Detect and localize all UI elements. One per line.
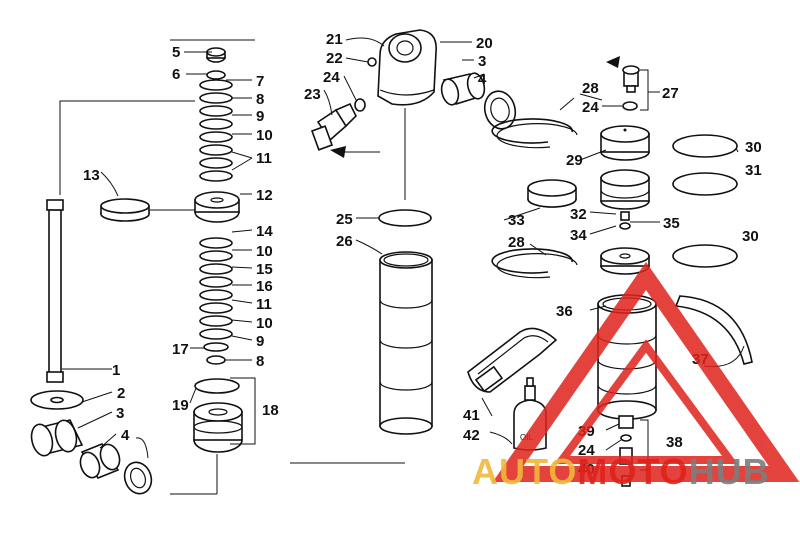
- callout-38: 38: [666, 434, 683, 451]
- callout-11: 11: [256, 150, 272, 167]
- callout-29: 29: [566, 152, 583, 169]
- callout-24: 24: [323, 69, 340, 86]
- watermark-moto: MOTO: [577, 451, 688, 492]
- callout-3: 3: [478, 53, 486, 70]
- watermark-text: AUTOMOTOHUB: [472, 451, 770, 492]
- floating-piston: [600, 169, 650, 210]
- callout-8: 8: [256, 353, 264, 370]
- callout-34: 34: [570, 227, 587, 244]
- callout-25: 25: [336, 211, 353, 228]
- callout-11: 11: [256, 296, 272, 313]
- watermark-auto: AUTO: [472, 451, 577, 492]
- callout-30: 30: [742, 228, 759, 245]
- callout-4: 4: [478, 71, 487, 88]
- callout-10: 10: [256, 243, 273, 260]
- callout-41: 41: [463, 407, 480, 424]
- watermark-triangle-inner: [554, 339, 738, 464]
- arrow-down: [606, 56, 620, 68]
- callout-15: 15: [256, 261, 273, 278]
- o-ring-24-right: [622, 101, 638, 111]
- divider-piston: [600, 247, 650, 275]
- sleeve-3-left: [79, 443, 121, 479]
- sleeve-3-mid: [440, 72, 486, 106]
- ring-13: [100, 198, 150, 222]
- callout-8: 8: [256, 91, 264, 108]
- ring-33: [527, 179, 577, 208]
- callout-32: 32: [570, 206, 587, 223]
- seal-4-left: [123, 461, 153, 495]
- callout-7: 7: [256, 73, 264, 90]
- callout-30: 30: [745, 139, 762, 156]
- callout-24: 24: [582, 99, 599, 116]
- bolt-22: [367, 57, 377, 67]
- callout-18: 18: [262, 402, 279, 419]
- reservoir-assembly: OIL: [467, 56, 753, 487]
- watermark-hub: HUB: [689, 451, 770, 492]
- callout-12: 12: [256, 187, 273, 204]
- sleeve-37: [674, 295, 753, 365]
- callout-1: 1: [112, 362, 120, 379]
- callout-9: 9: [256, 333, 264, 350]
- callout-28: 28: [582, 80, 599, 97]
- callout-23: 23: [304, 86, 321, 103]
- callout-28: 28: [508, 234, 525, 251]
- callout-36: 36: [556, 303, 573, 320]
- callout-42: 42: [463, 427, 480, 444]
- callout-10: 10: [256, 315, 273, 332]
- o-ring-31: [672, 172, 738, 196]
- callout-13: 13: [83, 167, 100, 184]
- callout-5: 5: [172, 44, 180, 61]
- callout-33: 33: [508, 212, 525, 229]
- callout-17: 17: [172, 341, 189, 358]
- callout-27: 27: [662, 85, 679, 102]
- callout-14: 14: [256, 223, 273, 240]
- o-ring-24: [354, 98, 366, 112]
- nut-35: [620, 211, 630, 221]
- callout-3: 3: [116, 405, 124, 422]
- fitting-39: [618, 415, 634, 429]
- callout-9: 9: [256, 108, 264, 125]
- watermark-triangle-outer: [492, 262, 800, 482]
- upper-eye: [377, 29, 437, 106]
- callout-19: 19: [172, 397, 189, 414]
- callout-16: 16: [256, 278, 273, 295]
- elbow-fitting: [310, 102, 357, 151]
- valve-stack: [193, 47, 243, 453]
- o-ring-30b: [672, 244, 738, 268]
- o-ring-30a: [672, 134, 738, 158]
- callout-31: 31: [745, 162, 762, 179]
- piston-rod-assembly: [30, 39, 256, 495]
- schrader-valve: [622, 65, 640, 93]
- callout-26: 26: [336, 233, 353, 250]
- callout-22: 22: [326, 50, 343, 67]
- arrow-left: [330, 146, 346, 158]
- callout-2: 2: [117, 385, 125, 402]
- oil-pouch: [467, 327, 558, 393]
- eye-bushing: [30, 419, 84, 457]
- body-cylinder: [379, 251, 433, 435]
- reservoir-cap: [600, 125, 650, 161]
- shock-body-assembly: [290, 29, 517, 464]
- callout-4: 4: [121, 427, 130, 444]
- callout-21: 21: [326, 31, 343, 48]
- o-ring-25: [378, 209, 432, 227]
- automotohub-watermark: [492, 262, 800, 482]
- callout-6: 6: [172, 66, 180, 83]
- callout-20: 20: [476, 35, 493, 52]
- callout-10: 10: [256, 127, 273, 144]
- callout-24: 24: [578, 442, 595, 459]
- callout-35: 35: [663, 215, 680, 232]
- piston-rod: [46, 199, 64, 383]
